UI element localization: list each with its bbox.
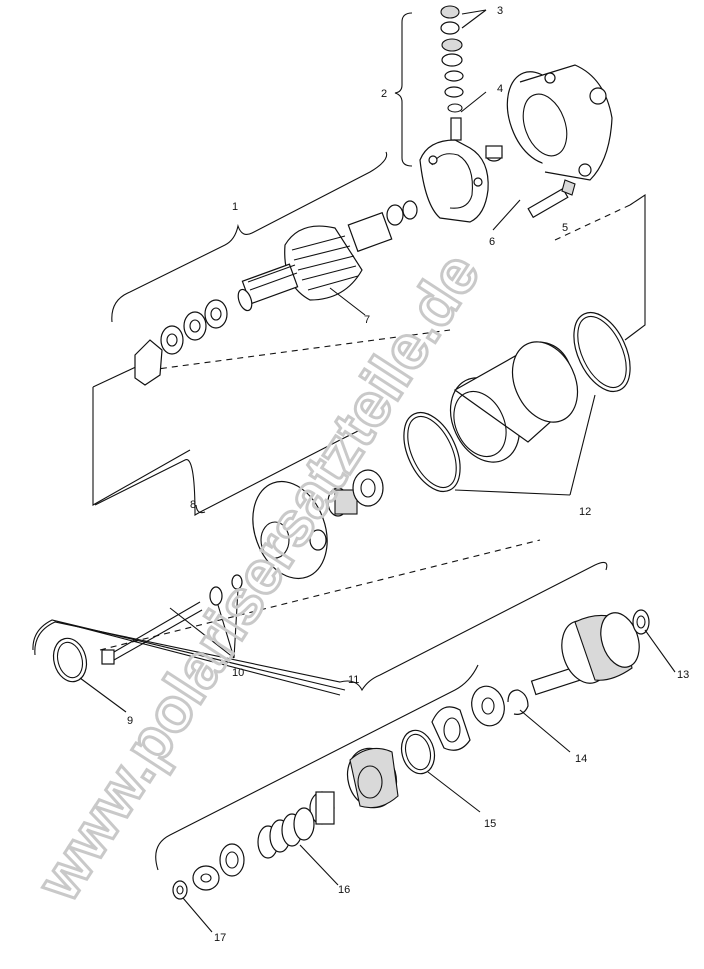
clutch-washer bbox=[471, 685, 505, 727]
callout-11: 11 bbox=[348, 674, 359, 686]
bracket-group-2 bbox=[394, 12, 413, 167]
commutator-end-housing bbox=[506, 64, 613, 181]
yoke-o-rings bbox=[403, 312, 631, 496]
overrunning-clutch bbox=[346, 747, 399, 809]
bracket-group-11-real bbox=[34, 561, 608, 692]
callout-16: 16 bbox=[338, 884, 350, 896]
callout-13: 13 bbox=[677, 669, 689, 681]
bracket-group-8 bbox=[94, 429, 361, 516]
bracket-group-16 bbox=[155, 664, 479, 871]
callout-8: 8 bbox=[190, 499, 196, 511]
field-yoke bbox=[449, 341, 579, 463]
callout-9: 9 bbox=[127, 715, 133, 727]
callout-2: 2 bbox=[381, 88, 387, 100]
assembly-frame-upper bbox=[92, 193, 646, 651]
end-circlip bbox=[172, 880, 213, 933]
drive-end-housing bbox=[252, 480, 328, 580]
callout-17: 17 bbox=[214, 932, 226, 944]
drive-o-ring bbox=[52, 637, 127, 713]
callout-3: 3 bbox=[497, 5, 503, 17]
brush-holder-plate bbox=[419, 139, 489, 223]
callout-14: 14 bbox=[575, 753, 587, 765]
callout-7: 7 bbox=[364, 314, 370, 326]
terminal-bolt bbox=[450, 91, 487, 141]
callout-6: 6 bbox=[489, 236, 495, 248]
bracket-group-11 bbox=[32, 619, 346, 696]
housing-bushing bbox=[485, 145, 521, 231]
callout-labels: 1 2 3 4 5 6 7 8 9 10 11 12 13 14 15 16 1… bbox=[127, 5, 689, 944]
callout-12: 12 bbox=[579, 506, 591, 518]
pinion-snap-ring bbox=[507, 689, 571, 753]
bracket-group-1 bbox=[111, 151, 388, 323]
callout-1: 1 bbox=[232, 201, 238, 213]
callout-15: 15 bbox=[484, 818, 496, 830]
callout-10: 10 bbox=[232, 667, 244, 679]
spring-washers bbox=[192, 843, 245, 891]
armature-washers bbox=[134, 299, 228, 386]
clutch-collar bbox=[431, 706, 471, 751]
watermark-text: www.polarisersatzteile.de bbox=[23, 241, 493, 913]
clutch-sleeve bbox=[309, 791, 335, 825]
armature bbox=[237, 200, 418, 316]
armature-bearing bbox=[327, 469, 384, 517]
terminal-nut-washer-stack bbox=[440, 5, 487, 113]
through-bolt-long bbox=[101, 601, 203, 665]
clutch-spring bbox=[257, 807, 339, 886]
through-bolt-short bbox=[527, 179, 576, 219]
bolt-washers bbox=[169, 574, 243, 659]
callout-4: 4 bbox=[497, 83, 503, 95]
callout-5: 5 bbox=[562, 222, 568, 234]
pinion-shaft-gear bbox=[530, 609, 676, 696]
clutch-retaining-ring bbox=[400, 729, 481, 813]
